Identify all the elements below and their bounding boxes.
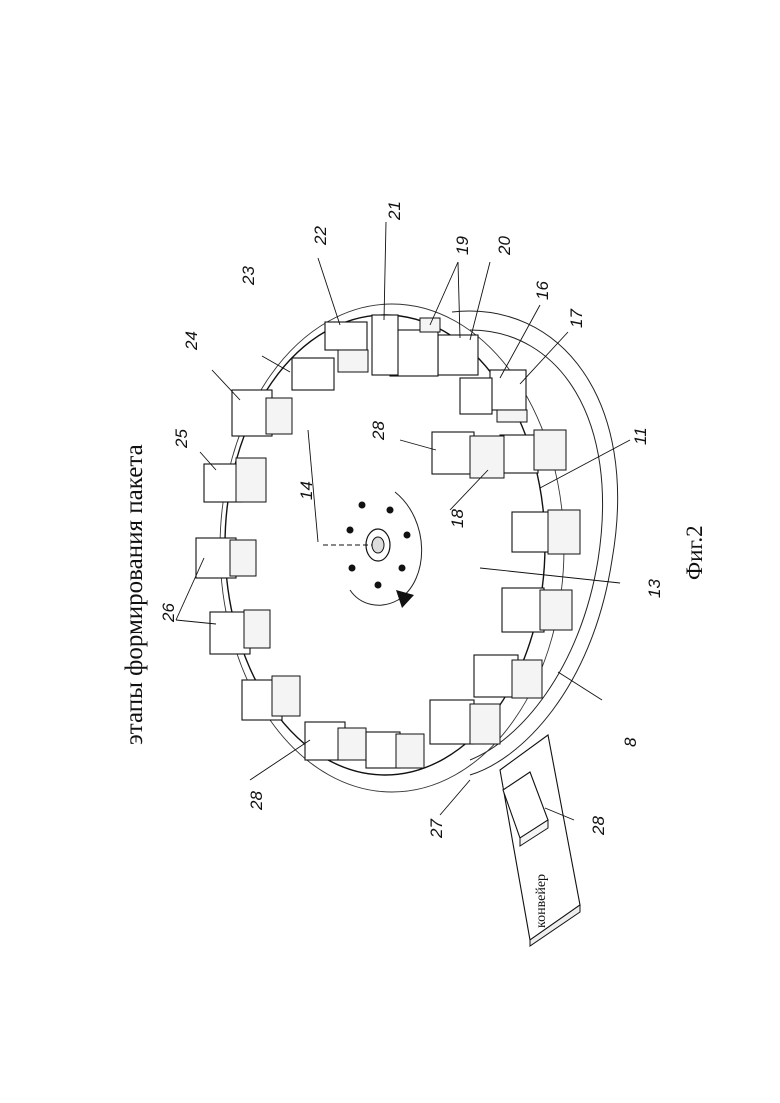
label-24: 24 (182, 331, 201, 351)
station-bottom-1 (366, 732, 424, 768)
label-13: 13 (645, 579, 664, 598)
label-22: 22 (311, 226, 330, 246)
station-26b (210, 610, 270, 654)
conveyor-label: конвейер (534, 874, 549, 928)
label-27: 27 (427, 819, 446, 839)
label-28-top: 28 (369, 421, 388, 441)
label-19: 19 (453, 236, 472, 255)
label-28-left: 28 (247, 791, 266, 811)
figure-title: этапы формирования пакета (121, 444, 148, 745)
station-right-2 (512, 510, 580, 554)
station-28-left (305, 722, 366, 760)
station-right-1 (500, 430, 566, 473)
station-right-3 (502, 588, 572, 632)
label-14: 14 (297, 481, 316, 500)
station-20 (438, 335, 478, 375)
hub-inner (372, 537, 384, 553)
station-bottom-3 (474, 655, 542, 698)
station-16 (460, 378, 492, 414)
label-11: 11 (631, 427, 650, 445)
station-left-lower (242, 676, 300, 720)
station-26a (196, 538, 256, 578)
figure-caption: Фиг.2 (682, 525, 707, 580)
label-16: 16 (533, 281, 552, 300)
station-bottom-2 (430, 700, 500, 744)
label-25: 25 (172, 429, 191, 449)
label-8: 8 (621, 737, 640, 747)
label-20: 20 (495, 236, 514, 256)
station-21 (372, 315, 398, 375)
label-21: 21 (385, 201, 404, 221)
station-25 (204, 458, 266, 502)
station-23 (292, 358, 334, 390)
station-28-top (432, 432, 504, 478)
label-26: 26 (159, 603, 178, 623)
label-17: 17 (567, 309, 586, 328)
label-28-conveyor: 28 (589, 816, 608, 836)
label-18: 18 (448, 509, 467, 528)
label-23: 23 (239, 266, 258, 286)
